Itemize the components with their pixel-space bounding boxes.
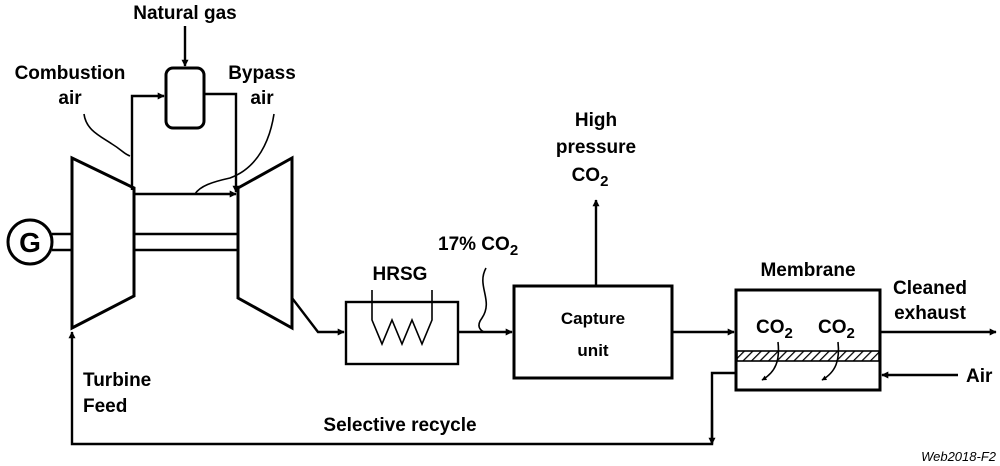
hot-gas-line: [204, 92, 240, 193]
cleaned-exhaust-label-1: Cleaned: [893, 278, 967, 299]
membrane-layer: [736, 350, 880, 362]
membrane-co2-a-sub: 2: [785, 325, 793, 342]
co2-concentration-label: 17% CO2: [438, 234, 518, 259]
membrane-box: [734, 288, 882, 392]
hrsg-coil: [371, 290, 433, 347]
membrane-co2-b-text: CO: [818, 317, 847, 338]
capture-unit-label-1: Capture: [561, 309, 625, 328]
turbine-exhaust-line: [291, 297, 345, 336]
turbine-feed-label-2: Feed: [83, 396, 127, 417]
membrane-permeate-arrow-b: [821, 341, 840, 381]
hrsg-box: [344, 300, 460, 366]
compressor: [70, 155, 136, 331]
cleaned-exhaust-label-2: exhaust: [894, 303, 966, 324]
combustion-air-leader: [83, 113, 131, 157]
bypass-air-label-1: Bypass: [228, 63, 296, 84]
bypass-air-label-2: air: [250, 88, 274, 109]
figure-id: Web2018-F2: [921, 449, 997, 464]
co2-concentration-prefix: 17% CO: [438, 234, 510, 255]
membrane-co2-a-text: CO: [756, 317, 785, 338]
air-label: Air: [966, 366, 993, 387]
selective-recycle-label: Selective recycle: [323, 415, 476, 436]
combustion-air-label-1: Combustion: [15, 63, 126, 84]
combustor: [164, 66, 206, 130]
capture-unit-label-2: unit: [577, 341, 608, 360]
capture-unit-box: [512, 284, 674, 380]
high-pressure-label-2: pressure: [556, 137, 636, 158]
membrane-co2-b-sub: 2: [847, 325, 855, 342]
generator-circle: [6, 218, 54, 266]
co2-concentration-leader: [478, 267, 487, 333]
high-pressure-co2-text: CO: [572, 165, 601, 186]
generator-label: G: [19, 227, 41, 258]
bypass-air-leader: [194, 113, 275, 195]
natural-gas-label: Natural gas: [133, 3, 236, 24]
membrane-co2-b-label: CO2: [818, 317, 855, 342]
membrane-label: Membrane: [760, 260, 855, 281]
turbine: [236, 155, 294, 331]
membrane-co2-a-label: CO2: [756, 317, 793, 342]
co2-concentration-sub: 2: [510, 242, 518, 259]
high-pressure-label-1: High: [575, 110, 617, 131]
high-pressure-co2-sub: 2: [600, 173, 608, 190]
high-pressure-co2-label: CO2: [572, 165, 609, 190]
combustion-air-label-2: air: [58, 88, 82, 109]
hrsg-label: HRSG: [373, 264, 428, 285]
turbine-feed-label-1: Turbine: [83, 370, 151, 391]
membrane-permeate-arrow-a: [761, 341, 780, 381]
combustion-air-line: [130, 92, 165, 190]
